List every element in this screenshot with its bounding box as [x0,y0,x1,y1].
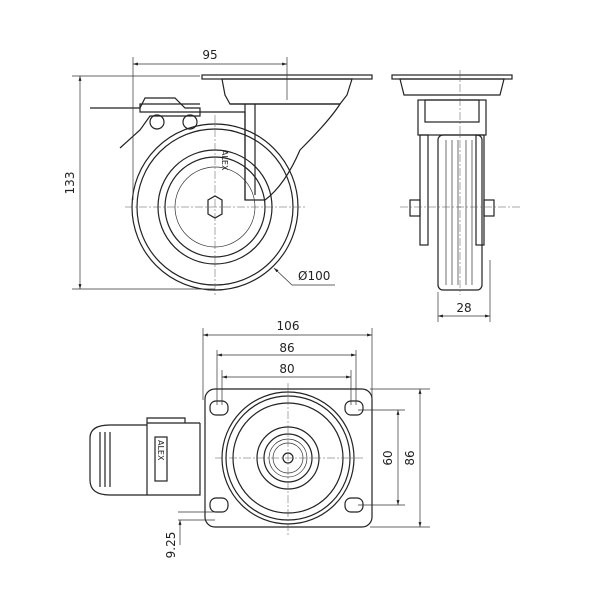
side-view-dimensions: 95 133 Ø100 [63,48,335,290]
dim-wheel-width: 28 [456,301,471,315]
dim-wheel-diameter: Ø100 [298,269,330,283]
side-view: ALEX [90,74,373,295]
front-view [391,70,520,295]
brand-logo-side: ALEX [220,150,229,171]
top-view-dimensions: 106 86 80 60 86 9.25 [164,319,430,558]
dim-hole-vertical: 60 [381,450,395,465]
brand-logo-pedal: ALEX [156,440,165,461]
front-view-dimensions: 28 [437,260,491,322]
top-view: ALEX [89,383,373,535]
dim-mount-offset: 95 [202,48,217,62]
dim-plate-height: 86 [403,450,417,465]
dim-hole-outer: 86 [279,341,294,355]
dim-hole-slot: 9.25 [164,532,178,559]
dim-total-height: 133 [63,172,77,195]
dim-hole-inner: 80 [279,362,294,376]
dim-plate-width: 106 [277,319,300,333]
